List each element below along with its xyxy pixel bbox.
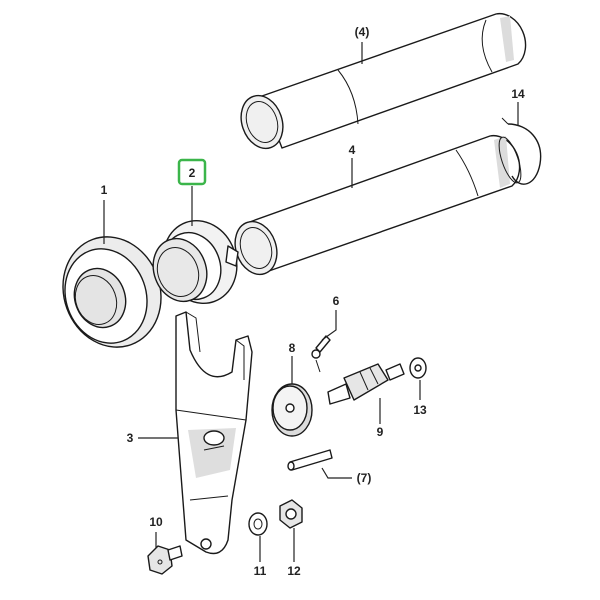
split-pin <box>311 335 331 373</box>
callout-10: 10 <box>149 515 163 529</box>
callout-8: 8 <box>289 341 296 355</box>
callout-9: 9 <box>377 425 384 439</box>
callout-4: 4 <box>349 143 356 157</box>
callout-7-paren: (7) <box>357 471 372 485</box>
pivot-bolt <box>327 363 405 405</box>
callout-12: 12 <box>287 564 301 578</box>
callout-labels: 1 2 3 (4) 4 6 (7) 8 9 10 11 12 13 14 <box>101 25 525 578</box>
callout-6: 6 <box>333 294 340 308</box>
tube-lower <box>234 134 522 276</box>
callout-11: 11 <box>254 564 267 578</box>
callout-13: 13 <box>413 403 427 417</box>
release-bearing <box>62 236 162 348</box>
hex-bolt <box>147 545 183 575</box>
guide-sleeve <box>152 219 239 305</box>
circlip <box>501 117 542 185</box>
callout-4-paren: (4) <box>355 25 370 39</box>
washer-13 <box>409 357 427 379</box>
pin-7 <box>287 449 333 471</box>
callout-14: 14 <box>511 87 525 101</box>
callout-2: 2 <box>189 166 196 180</box>
tube-upper <box>240 12 527 150</box>
leader-lines <box>103 42 519 562</box>
callout-2-highlight <box>177 158 207 186</box>
callout-1: 1 <box>101 183 108 197</box>
callout-3: 3 <box>127 431 134 445</box>
washer-11 <box>248 512 268 536</box>
release-fork <box>175 311 253 555</box>
disc-washer <box>271 383 313 437</box>
hex-nut <box>279 499 303 529</box>
